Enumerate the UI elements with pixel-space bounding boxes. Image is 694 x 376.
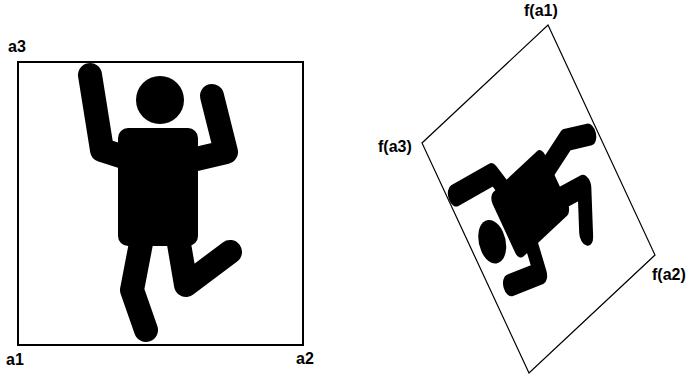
image-parallelogram (422, 25, 655, 373)
unit-square (18, 62, 303, 345)
corner-label: a3 (8, 38, 26, 56)
corner-label: a2 (296, 350, 314, 368)
corner-label: f(a1) (524, 2, 558, 20)
stick-figure (90, 75, 230, 330)
transformed-figure (455, 89, 621, 308)
corner-label: f(a3) (378, 138, 412, 156)
corner-label: f(a2) (652, 266, 686, 284)
corner-label: a1 (6, 351, 24, 369)
